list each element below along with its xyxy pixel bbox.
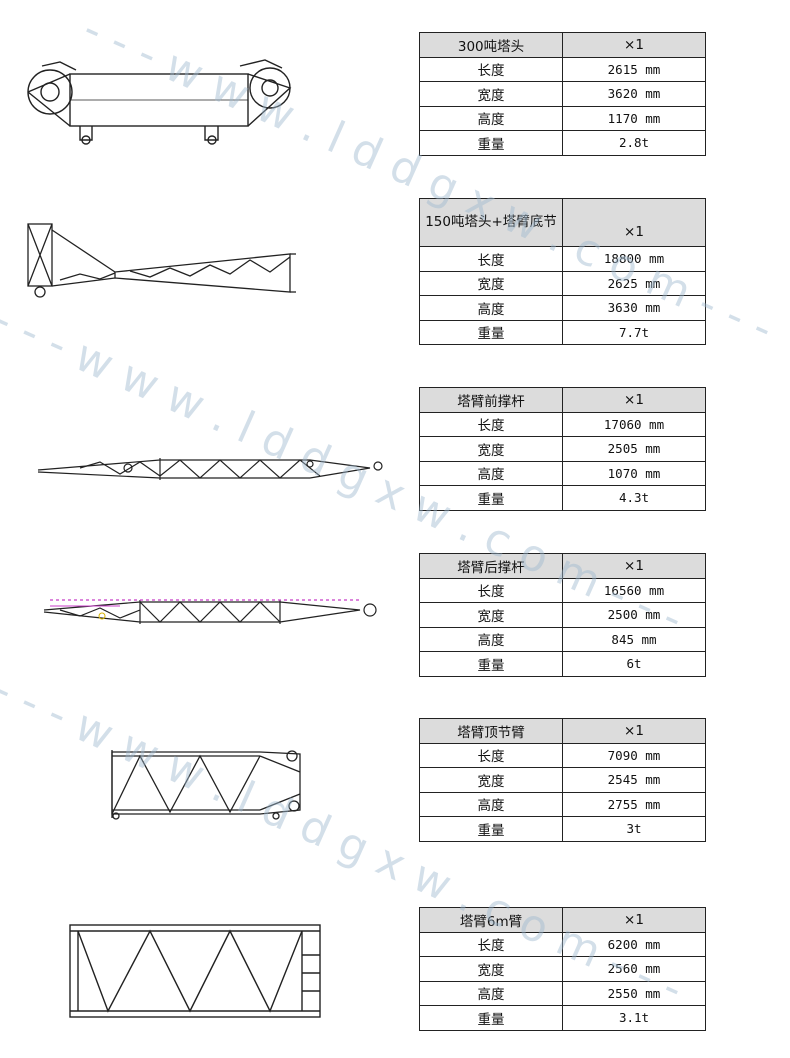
spec-value-length: 16560 mm xyxy=(562,577,706,603)
spec-value-width: 3620 mm xyxy=(562,81,706,107)
spec-value-height: 3630 mm xyxy=(562,295,706,321)
boom-6m-section-drawing xyxy=(20,915,330,1027)
spec-label-weight: 重量 xyxy=(419,651,563,677)
spec-label-width: 宽度 xyxy=(419,436,563,462)
spec-title: 300吨塔头 xyxy=(419,32,563,58)
spec-label-weight: 重量 xyxy=(419,130,563,156)
spec-label-length: 长度 xyxy=(419,411,563,437)
spec-value-width: 2505 mm xyxy=(562,436,706,462)
spec-value-height: 2755 mm xyxy=(562,791,706,817)
spec-label-width: 宽度 xyxy=(419,602,563,628)
spec-label-length: 长度 xyxy=(419,56,563,82)
spec-value-length: 6200 mm xyxy=(562,931,706,957)
spec-value-weight: 2.8t xyxy=(562,130,706,156)
spec-title: 塔臂前撑杆 xyxy=(419,387,563,413)
spec-label-height: 高度 xyxy=(419,295,563,321)
spec-value-weight: 4.3t xyxy=(562,485,706,511)
spec-label-height: 高度 xyxy=(419,105,563,131)
spec-label-width: 宽度 xyxy=(419,956,563,982)
spec-qty: ×1 xyxy=(562,718,706,744)
spec-label-width: 宽度 xyxy=(419,767,563,793)
tower-head-300t-drawing xyxy=(20,52,320,152)
spec-value-weight: 7.7t xyxy=(562,319,706,345)
spec-value-weight: 3.1t xyxy=(562,1005,706,1031)
spec-value-weight: 3t xyxy=(562,816,706,842)
spec-qty: ×1 xyxy=(562,907,706,933)
spec-label-height: 高度 xyxy=(419,626,563,652)
spec-label-length: 长度 xyxy=(419,742,563,768)
spec-qty: ×1 xyxy=(562,32,706,58)
spec-label-weight: 重量 xyxy=(419,485,563,511)
spec-value-height: 1170 mm xyxy=(562,105,706,131)
spec-value-length: 18800 mm xyxy=(562,246,706,272)
spec-value-width: 2560 mm xyxy=(562,956,706,982)
spec-value-length: 7090 mm xyxy=(562,742,706,768)
spec-label-length: 长度 xyxy=(419,931,563,957)
boom-top-section-drawing xyxy=(20,742,320,826)
spec-label-height: 高度 xyxy=(419,791,563,817)
spec-value-height: 1070 mm xyxy=(562,460,706,486)
spec-label-weight: 重量 xyxy=(419,1005,563,1031)
spec-label-width: 宽度 xyxy=(419,270,563,296)
boom-front-strut-drawing xyxy=(20,448,390,488)
tower-head-boom-base-drawing xyxy=(20,210,310,310)
spec-qty: ×1 xyxy=(562,553,706,579)
spec-value-width: 2500 mm xyxy=(562,602,706,628)
spec-value-height: 845 mm xyxy=(562,626,706,652)
spec-title: 塔臂6m臂 xyxy=(419,907,563,933)
spec-qty: ×1 xyxy=(562,387,706,413)
spec-label-length: 长度 xyxy=(419,246,563,272)
spec-title: 塔臂顶节臂 xyxy=(419,718,563,744)
spec-qty: ×1 xyxy=(562,198,706,247)
spec-value-width: 2625 mm xyxy=(562,270,706,296)
spec-title: 塔臂后撑杆 xyxy=(419,553,563,579)
spec-value-length: 17060 mm xyxy=(562,411,706,437)
spec-label-length: 长度 xyxy=(419,577,563,603)
spec-label-weight: 重量 xyxy=(419,816,563,842)
spec-value-weight: 6t xyxy=(562,651,706,677)
spec-label-weight: 重量 xyxy=(419,319,563,345)
boom-rear-strut-drawing xyxy=(20,588,390,632)
spec-label-height: 高度 xyxy=(419,460,563,486)
spec-label-height: 高度 xyxy=(419,980,563,1006)
spec-label-width: 宽度 xyxy=(419,81,563,107)
spec-value-width: 2545 mm xyxy=(562,767,706,793)
spec-value-height: 2550 mm xyxy=(562,980,706,1006)
spec-value-length: 2615 mm xyxy=(562,56,706,82)
spec-title: 150吨塔头+塔臂底节 xyxy=(419,198,563,247)
